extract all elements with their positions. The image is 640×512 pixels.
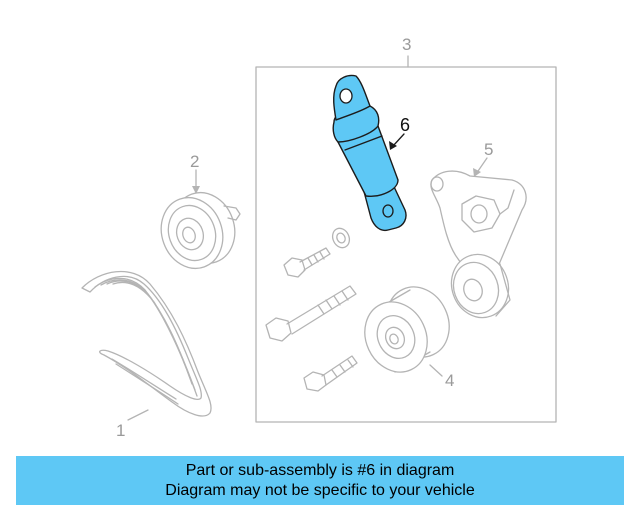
belt[interactable]: [81, 270, 212, 417]
callout-6-arrow: [389, 141, 397, 150]
callout-6: 6: [400, 115, 410, 135]
tensioner-bracket[interactable]: [430, 170, 527, 326]
bolt-small[interactable]: [303, 355, 358, 392]
pulley[interactable]: [354, 277, 461, 383]
callout-1-leader: [127, 409, 149, 421]
callout-5: 5: [484, 140, 493, 159]
callout-2: 2: [190, 152, 199, 171]
callout-1: 1: [116, 421, 125, 440]
parts-diagram: 1 2 3 4 5 6: [81, 35, 557, 440]
idler-pulley[interactable]: [151, 184, 244, 277]
banner-line-1: Part or sub-assembly is #6 in diagram: [185, 461, 455, 479]
info-banner: Part or sub-assembly is #6 in diagram Di…: [16, 456, 624, 505]
callout-2-arrow: [192, 186, 200, 194]
callout-5-arrow: [473, 168, 481, 177]
tensioner-highlighted[interactable]: [332, 74, 407, 232]
callout-6-leader: [392, 133, 405, 147]
callout-3: 3: [402, 35, 411, 54]
bolt-short[interactable]: [283, 247, 331, 278]
callout-4: 4: [445, 371, 454, 390]
callout-4-leader: [429, 364, 443, 377]
banner-line-2: Diagram may not be specific to your vehi…: [165, 481, 475, 499]
washer[interactable]: [330, 226, 353, 251]
bolt-long[interactable]: [265, 285, 357, 342]
assembly-box: [255, 66, 557, 423]
